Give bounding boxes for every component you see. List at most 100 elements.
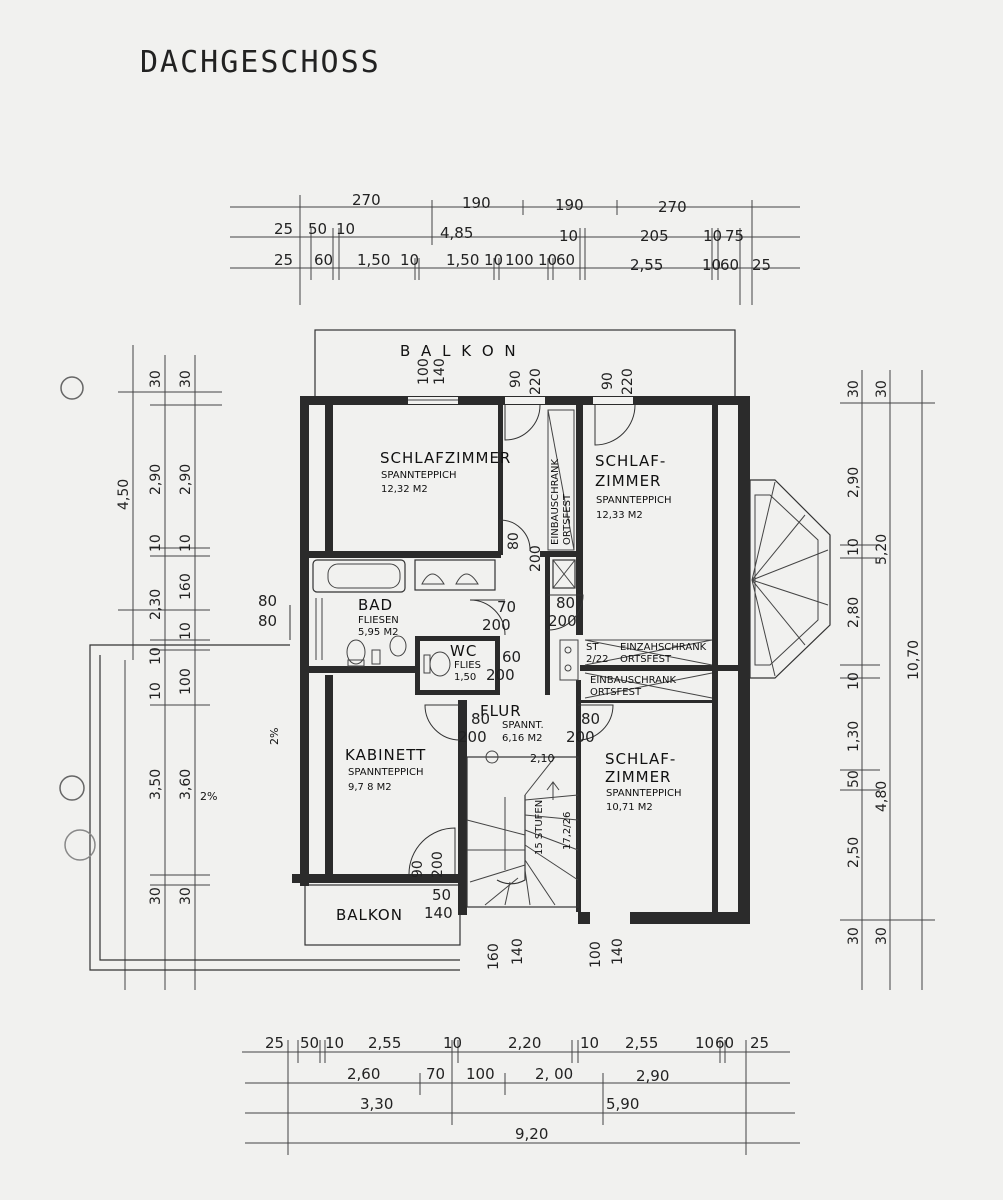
dim-bot-r1-7: 10 [580,1034,599,1052]
dim-top-r2-5: 10 [559,227,578,245]
dim-top-r3-9: 60 [556,251,575,269]
dim-left-outer: 4,50 [116,479,132,510]
op-left-b: 80 [258,612,277,630]
dim-right-c1-7: 50 [846,770,862,788]
fixtures [312,409,713,699]
label-kabinett: KABINETT [345,746,426,764]
label-stufen: 15 STUFEN [534,800,545,855]
dim-top-r2-7: 10 [703,227,722,245]
label-schlafzimmer-2-floor: SPANNTEPPICH [596,495,671,506]
dim-left-c2-1: 30 [178,370,194,388]
label-schlafzimmer-2b: ZIMMER [595,472,661,490]
dim-right-c1-4: 2,80 [846,597,862,628]
label-einbau-vertical-2: ORTSFEST [562,493,573,545]
dim-top-r3-5: 1,50 [446,251,479,269]
op-bot-win2-a: 100 [588,941,604,968]
label-einbauschrank: EINBAUSCHRANK [590,675,676,686]
label-bad: BAD [358,596,393,614]
bottom-dimensions: 25 50 10 2,55 10 2,20 10 2,55 10 60 25 2… [242,1034,800,1155]
label-stufen-ratio: 17,2/26 [562,812,573,850]
dim-bot-r2-1: 2,60 [347,1065,380,1083]
op-left-a: 80 [258,592,277,610]
dim-top-r3-3: 1,50 [357,251,390,269]
dim-top-r2-8: 75 [725,227,744,245]
label-slope-1: 2% [268,728,281,745]
label-schlafzimmer-2a: SCHLAF- [595,452,666,470]
label-bad-floor: FLIESEN [358,615,399,626]
dim-right-c1-8: 2,50 [846,837,862,868]
dim-bot-r1-8: 2,55 [625,1034,658,1052]
dim-bot-r1-10: 60 [715,1034,734,1052]
label-einzahlschrank-sub: ORTSFEST [620,654,672,665]
op-top-win-b: 140 [432,358,448,385]
op-bot-win1-a: 160 [486,943,502,970]
label-balkon-top: B A L K O N [400,342,519,360]
dim-bot-r1-5: 10 [443,1034,462,1052]
op-kab-a: 80 [471,710,490,728]
label-flur-area: 6,16 M2 [502,733,542,744]
dim-bot-r2-2: 70 [426,1065,445,1083]
dim-top-r3-11: 10 [702,256,721,274]
dim-top-4: 270 [658,198,687,216]
label-flur-floor: SPANNT. [502,720,544,731]
op-bad-a: 70 [497,598,516,616]
dim-left-c2-6: 100 [178,668,194,695]
dim-left-c2-7: 3,60 [178,769,194,800]
label-schlafzimmer-3a: SCHLAF- [605,750,676,768]
dim-top-r2-4: 4,85 [440,224,473,242]
op-bad-b: 200 [482,616,511,634]
terrace-outline [89,329,831,971]
op-bot-win2-b: 140 [610,938,626,965]
label-slope-2: 2% [200,790,217,803]
dim-bot-r1-6: 2,20 [508,1034,541,1052]
op-s3-a: 80 [581,710,600,728]
dim-bot-r1-9: 10 [695,1034,714,1052]
label-schlafzimmer-1: SCHLAFZIMMER [380,449,511,467]
dim-bot-r1-11: 25 [750,1034,769,1052]
dim-top-r3-12: 60 [720,256,739,274]
label-schlafzimmer-3-floor: SPANNTEPPICH [606,788,681,799]
dim-left-c1-7: 3,50 [148,769,164,800]
op-top-win-a: 100 [416,358,432,385]
right-dimensions: 30 2,90 10 2,80 10 1,30 50 2,50 30 30 5,… [840,370,935,990]
label-level: 2,10 [530,752,555,765]
label-wc: WC [450,642,477,660]
label-einbau-vertical-1: EINBAUSCHRANK [550,459,561,545]
op-top-door2-a: 90 [600,372,616,390]
label-bad-area: 5,95 M2 [358,627,398,638]
label-schlafzimmer-1-area: 12,32 M2 [381,484,428,495]
dim-top-r3-1: 25 [274,251,293,269]
dim-right-c2-1: 30 [874,380,890,398]
dim-right-c2-3: 4,80 [874,781,890,812]
dim-right-c2-2: 5,20 [874,534,890,565]
dim-left-c2-2: 2,90 [178,464,194,495]
label-wc-area: 1,50 [454,672,476,683]
dim-top-r3-7: 100 [505,251,534,269]
dim-top-r3-8: 10 [538,251,557,269]
dim-bot-r4-1: 9,20 [515,1125,548,1143]
op-balk-a: 90 [410,860,426,878]
dim-bot-r3-2: 5,90 [606,1095,639,1113]
room-labels: B A L K O N SCHLAFZIMMER SPANNTEPPICH 12… [200,342,707,924]
dim-bot-r2-3: 100 [466,1065,495,1083]
left-dimensions: 4,50 30 2,90 10 2,30 10 10 3,50 30 30 2,… [116,345,222,990]
binder-holes [59,376,96,861]
dim-right-c1-3: 10 [846,538,862,556]
dim-right-c2-4: 30 [874,927,890,945]
label-kabinett-area: 9,7 8 M2 [348,782,392,793]
op-top-door1-b: 220 [528,368,544,395]
dim-top-1: 270 [352,191,381,209]
op-wc-a: 60 [502,648,521,666]
opening-dimensions: 100 140 90 220 90 220 80 200 70 200 80 8… [258,358,636,970]
dim-top-r3-4: 10 [400,251,419,269]
dim-bot-r1-4: 2,55 [368,1034,401,1052]
op-kab-b: 200 [458,728,487,746]
op-bot-win1-b: 140 [510,938,526,965]
dim-top-r2-3: 10 [336,220,355,238]
dim-left-c1-1: 30 [148,370,164,388]
dim-top-3: 190 [555,196,584,214]
op-balk-c: 50 [432,886,451,904]
label-einbauschrank-sub: ORTSFEST [590,687,642,698]
label-schlafzimmer-3b: ZIMMER [605,768,671,786]
